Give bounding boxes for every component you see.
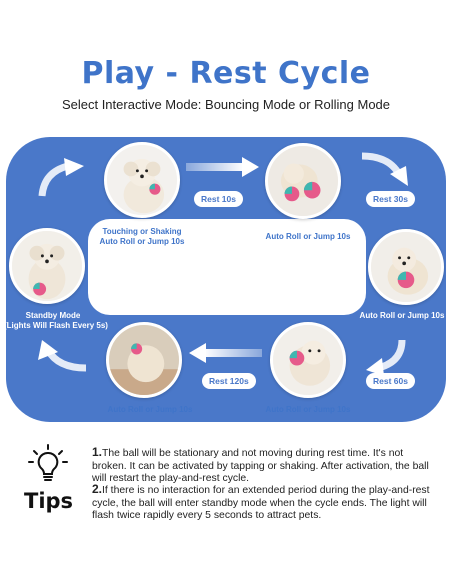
lightbulb-icon xyxy=(28,444,68,481)
tip-1: 1.The ball will be stationary and not mo… xyxy=(92,445,429,484)
arrow-curved-icon xyxy=(366,339,406,376)
badge-rest-60s: Rest 60s xyxy=(366,373,415,389)
tip-2: 2.If there is no interaction for an exte… xyxy=(92,482,430,521)
page-title: Play - Rest Cycle xyxy=(81,56,371,91)
badge-rest-30s: Rest 30s xyxy=(366,191,415,207)
step1-dog-photo xyxy=(104,142,180,218)
standby-caption: Standby Mode (Lights Will Flash Every 5s… xyxy=(4,311,108,330)
center-box xyxy=(88,219,366,315)
step3-caption: Auto Roll or Jump 10s xyxy=(359,311,445,320)
standby-dog-photo xyxy=(9,228,85,304)
arrow-left-icon xyxy=(189,343,262,363)
step5-caption: Auto Roll or Jump 10s xyxy=(107,405,193,414)
step2-dog-photo xyxy=(265,143,341,219)
step5-dog-photo xyxy=(106,322,182,398)
step1-caption: Touching or Shaking Auto Roll or Jump 10… xyxy=(99,227,185,246)
badge-rest-10s: Rest 10s xyxy=(194,191,243,207)
step2-caption: Auto Roll or Jump 10s xyxy=(265,232,351,241)
arrow-curved-icon xyxy=(38,340,87,372)
page-subtitle: Select Interactive Mode: Bouncing Mode o… xyxy=(61,97,391,112)
arrow-right-icon xyxy=(186,157,259,177)
arrow-curved-icon xyxy=(38,158,84,197)
tips-label: Tips xyxy=(24,489,74,513)
arrow-curved-icon xyxy=(361,152,408,186)
badge-rest-120s: Rest 120s xyxy=(202,373,256,389)
step4-dog-photo xyxy=(270,322,346,398)
step3-dog-photo xyxy=(368,229,444,305)
step4-caption: Auto Roll or Jump 10s xyxy=(265,405,351,414)
